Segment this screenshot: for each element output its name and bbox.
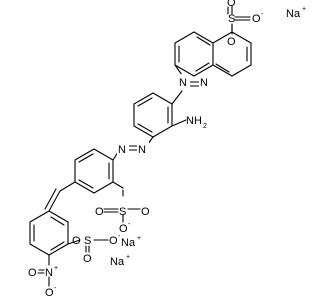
- so3-low-o-left: O: [72, 235, 81, 247]
- nitro-o-minus: O: [45, 287, 54, 299]
- azo-mid-n1: N: [118, 144, 126, 156]
- nitro-n-charge: +: [54, 265, 58, 272]
- nitro-o-charge: -: [54, 285, 57, 292]
- azo-top-n2: N: [200, 77, 208, 89]
- so3-mid-o-minus: O: [119, 223, 128, 235]
- so3-top-o-charge: -: [261, 11, 264, 18]
- sodium-ion-mid-charge: +: [137, 235, 141, 242]
- so3-mid-o-left: O: [95, 206, 104, 218]
- so3-top-s: S: [228, 13, 235, 25]
- so3-low-s: S: [84, 235, 91, 247]
- so3-top-o-down: O: [227, 36, 236, 48]
- nitro-n: N: [45, 267, 53, 279]
- sodium-ion-low: Na: [110, 256, 125, 268]
- sodium-ion-top: Na: [286, 8, 301, 20]
- atom-labels: Na + N N NH 2 N N S O O O - O S O - O: [28, 6, 306, 299]
- bonds: [29, 23, 252, 266]
- azo-mid-n2: N: [138, 144, 146, 156]
- so3-mid-charge: -: [128, 221, 131, 228]
- azo-top-n1: N: [179, 77, 187, 89]
- so3-top-o-up: O: [227, 0, 236, 9]
- amino-subscript: 2: [203, 123, 207, 130]
- sulfonate-group-top: S O O O -: [227, 0, 264, 48]
- so3-low-charge: -: [118, 233, 121, 240]
- sodium-ion-top-charge: +: [302, 6, 306, 13]
- so3-mid-s: S: [119, 206, 126, 218]
- sodium-ion-low-charge: +: [126, 254, 130, 261]
- so3-low-o-down: O: [83, 253, 92, 265]
- so3-low-o-minus: O: [109, 235, 118, 247]
- amino-nh: NH: [186, 115, 202, 127]
- nitro-o-top: O: [28, 267, 37, 279]
- so3-top-o-right: O: [252, 13, 261, 25]
- so3-mid-o-right: O: [141, 206, 150, 218]
- sodium-ion-mid: Na: [121, 237, 136, 249]
